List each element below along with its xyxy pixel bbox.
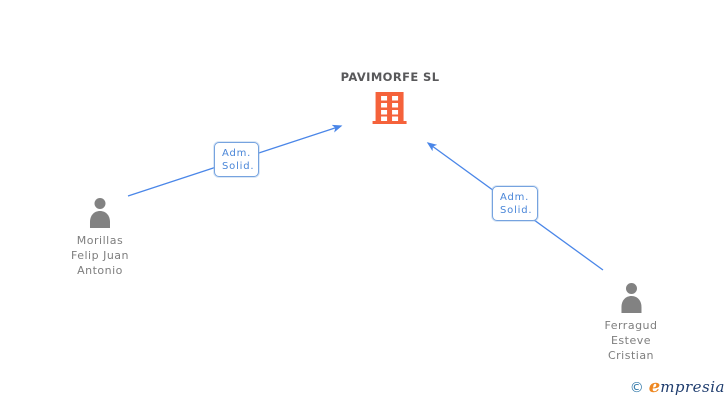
company-name: PAVIMORFE SL (340, 70, 440, 84)
person-name-line: Cristian (607, 349, 655, 362)
copyright-icon: © (629, 380, 644, 396)
person-name: Ferragud Esteve Cristian (604, 318, 657, 363)
person-name-line: Morillas (76, 234, 124, 247)
edge-label-line: Adm. (222, 148, 252, 159)
person-icon (621, 283, 641, 313)
logo-brand-rest: mpresia (660, 378, 725, 396)
edge-label-line: Solid. (222, 161, 255, 172)
edge-label-ferragud: Adm. Solid. (492, 186, 538, 221)
edge-label-line: Adm. (500, 192, 530, 203)
person-name-line: Antonio (77, 264, 123, 277)
person-node-morillas[interactable]: Morillas Felip Juan Antonio (71, 198, 129, 278)
building-icon (373, 92, 407, 124)
person-icon (89, 198, 110, 228)
empresia-logo[interactable]: © e mpresia (630, 376, 725, 397)
logo-brand-initial: e (648, 376, 661, 397)
person-name-line: Felip Juan (70, 249, 130, 262)
company-node[interactable]: PAVIMORFE SL (341, 70, 440, 124)
person-name-line: Ferragud (604, 319, 658, 332)
edge-label-morillas: Adm. Solid. (214, 142, 259, 177)
edge-label-line: Solid. (500, 205, 533, 216)
person-name: Morillas Felip Juan Antonio (71, 233, 129, 278)
person-name-line: Esteve (610, 334, 652, 347)
person-node-ferragud[interactable]: Ferragud Esteve Cristian (604, 283, 657, 363)
